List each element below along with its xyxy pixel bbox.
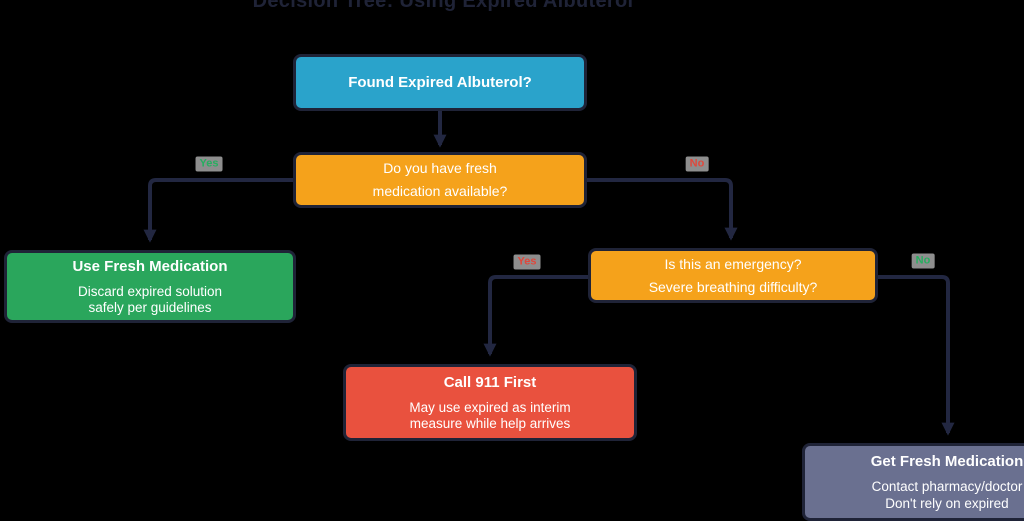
node-body-line: Discard expired solution <box>77 283 223 299</box>
node-call-911-first: Call 911 First May use expired as interi… <box>343 364 637 441</box>
question-line: Is this an emergency? <box>664 255 802 272</box>
node-title: Get Fresh Medication <box>870 453 1024 470</box>
question-line: Do you have fresh <box>383 160 497 176</box>
node-body-line: May use expired as interim <box>409 399 571 415</box>
node-body-line: safely per guidelines <box>88 300 212 315</box>
node-question-fresh-medication: Do you have fresh medication available? <box>293 152 587 208</box>
node-body-line: Don't rely on expired <box>885 495 1009 511</box>
edge-q2-no <box>877 275 955 436</box>
edge-q1-no <box>587 178 738 241</box>
node-body-line: Contact pharmacy/doctor <box>871 479 1023 494</box>
edge-label-yes: Yes <box>195 156 223 172</box>
edge-q2-yes <box>483 275 588 357</box>
edge-label-no: No <box>685 156 709 172</box>
edge-q1-yes <box>143 178 293 243</box>
edge-label-no: No <box>911 253 935 269</box>
node-body-line: measure while help arrives <box>409 416 571 431</box>
node-question-emergency: Is this an emergency? Severe breathing d… <box>588 248 878 303</box>
node-use-fresh-medication: Use Fresh Medication Discard expired sol… <box>4 250 296 323</box>
question-line: Severe breathing difficulty? <box>648 278 818 295</box>
node-get-fresh-medication: Get Fresh Medication Contact pharmacy/do… <box>802 443 1024 521</box>
node-found-expired-albuterol: Found Expired Albuterol? <box>293 54 587 111</box>
node-title: Use Fresh Medication <box>72 257 228 275</box>
edge-label-yes: Yes <box>513 254 541 270</box>
node-title: Found Expired Albuterol? <box>348 73 532 91</box>
question-line: medication available? <box>372 183 508 199</box>
diagram-title: Decision Tree: Using Expired Albuterol <box>252 0 634 12</box>
node-title: Call 911 First <box>443 373 537 391</box>
